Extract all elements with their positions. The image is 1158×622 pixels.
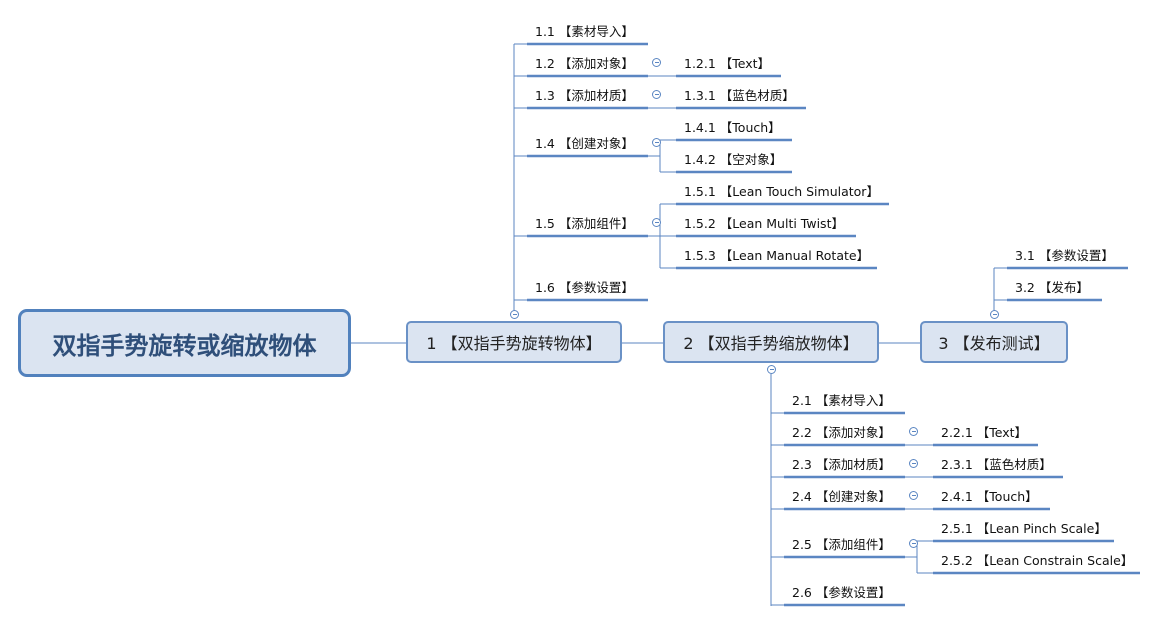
subtopic-1-5-2[interactable]: 1.5.2 【Lean Multi Twist】 bbox=[684, 216, 844, 231]
subtopic-1-3-1[interactable]: 1.3.1 【蓝色材质】 bbox=[684, 88, 795, 103]
subtopic-1-6[interactable]: 1.6 【参数设置】 bbox=[535, 280, 634, 295]
main-topic-2-label: 2 【双指手势缩放物体】 bbox=[683, 334, 859, 353]
subtopic-2-2[interactable]: 2.2 【添加对象】 bbox=[792, 425, 891, 440]
subtopic-2-5-2[interactable]: 2.5.2 【Lean Constrain Scale】 bbox=[941, 553, 1134, 568]
subtopic-2-6[interactable]: 2.6 【参数设置】 bbox=[792, 585, 891, 600]
subtopic-1-1[interactable]: 1.1 【素材导入】 bbox=[535, 24, 634, 39]
subtopic-2-4[interactable]: 2.4 【创建对象】 bbox=[792, 489, 891, 504]
main-topic-2[interactable]: 2 【双指手势缩放物体】 bbox=[663, 321, 879, 363]
subtopic-1-3[interactable]: 1.3 【添加材质】 bbox=[535, 88, 634, 103]
subtopic-1-4[interactable]: 1.4 【创建对象】 bbox=[535, 136, 634, 151]
subtopic-1-4-1[interactable]: 1.4.1 【Touch】 bbox=[684, 120, 781, 135]
subtopic-2-3[interactable]: 2.3 【添加材质】 bbox=[792, 457, 891, 472]
subtopic-2-1[interactable]: 2.1 【素材导入】 bbox=[792, 393, 891, 408]
main-topic-3-label: 3 【发布测试】 bbox=[938, 334, 1050, 353]
subtopic-1-2[interactable]: 1.2 【添加对象】 bbox=[535, 56, 634, 71]
subtopic-1-4-2[interactable]: 1.4.2 【空对象】 bbox=[684, 152, 783, 167]
subtopic-1-5-1[interactable]: 1.5.1 【Lean Touch Simulator】 bbox=[684, 184, 879, 199]
collapse-toggle-icon[interactable] bbox=[767, 365, 776, 374]
root-topic[interactable]: 双指手势旋转或缩放物体 bbox=[18, 309, 351, 377]
subtopic-2-5[interactable]: 2.5 【添加组件】 bbox=[792, 537, 891, 552]
collapse-toggle-icon[interactable] bbox=[909, 459, 918, 468]
subtopic-3-2[interactable]: 3.2 【发布】 bbox=[1015, 280, 1089, 295]
subtopic-1-2-1[interactable]: 1.2.1 【Text】 bbox=[684, 56, 771, 71]
subtopic-3-1[interactable]: 3.1 【参数设置】 bbox=[1015, 248, 1114, 263]
subtopic-1-5-3[interactable]: 1.5.3 【Lean Manual Rotate】 bbox=[684, 248, 870, 263]
collapse-toggle-icon[interactable] bbox=[990, 310, 999, 319]
main-topic-1[interactable]: 1 【双指手势旋转物体】 bbox=[406, 321, 622, 363]
root-topic-label: 双指手势旋转或缩放物体 bbox=[52, 331, 317, 360]
collapse-toggle-icon[interactable] bbox=[510, 310, 519, 319]
collapse-toggle-icon[interactable] bbox=[909, 427, 918, 436]
collapse-toggle-icon[interactable] bbox=[652, 218, 661, 227]
subtopic-2-3-1[interactable]: 2.3.1 【蓝色材质】 bbox=[941, 457, 1052, 472]
subtopic-2-4-1[interactable]: 2.4.1 【Touch】 bbox=[941, 489, 1038, 504]
collapse-toggle-icon[interactable] bbox=[652, 138, 661, 147]
collapse-toggle-icon[interactable] bbox=[909, 539, 918, 548]
collapse-toggle-icon[interactable] bbox=[652, 90, 661, 99]
main-topic-1-label: 1 【双指手势旋转物体】 bbox=[426, 334, 602, 353]
subtopic-2-5-1[interactable]: 2.5.1 【Lean Pinch Scale】 bbox=[941, 521, 1107, 536]
main-topic-3[interactable]: 3 【发布测试】 bbox=[920, 321, 1068, 363]
collapse-toggle-icon[interactable] bbox=[909, 491, 918, 500]
subtopic-2-2-1[interactable]: 2.2.1 【Text】 bbox=[941, 425, 1028, 440]
collapse-toggle-icon[interactable] bbox=[652, 58, 661, 67]
subtopic-1-5[interactable]: 1.5 【添加组件】 bbox=[535, 216, 634, 231]
